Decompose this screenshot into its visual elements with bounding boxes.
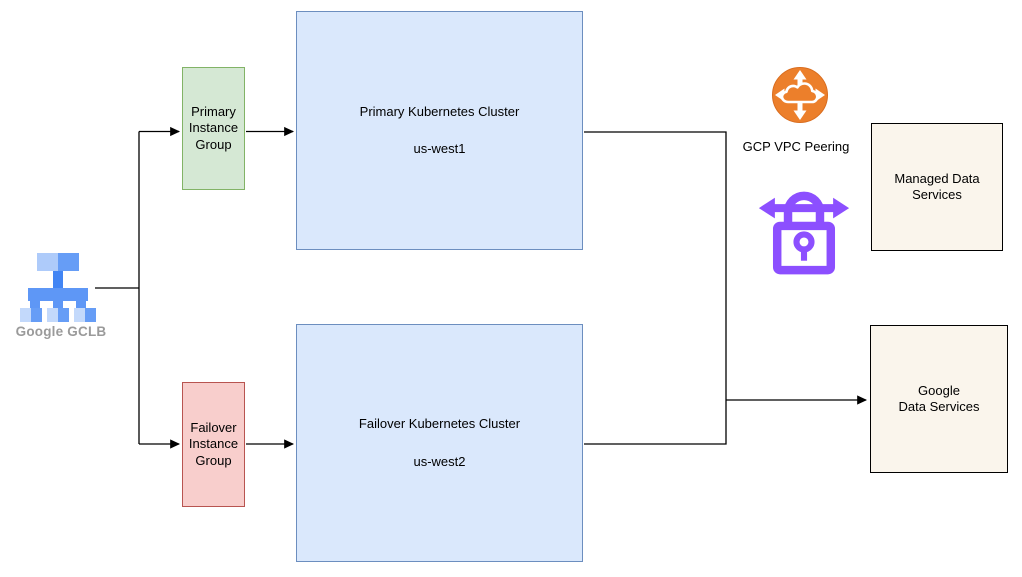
google-gclb-icon [20,253,96,322]
arrow-down [793,110,807,120]
failover-instance-group-box: Failover Instance Group [182,382,245,507]
failover-cluster-title: Failover Kubernetes Cluster [358,416,521,432]
gclb-top-box-light [37,253,58,271]
primary-kubernetes-cluster-box: Primary Kubernetes Cluster us-west1 [296,11,583,250]
gclb-stem [53,271,63,288]
managed-data-services-box: Managed Data Services [871,123,1003,251]
failover-kubernetes-cluster-box: Failover Kubernetes Cluster us-west2 [296,324,583,562]
vpc-peering-label: GCP VPC Peering [742,139,850,154]
arrow-up [793,70,807,80]
secure-lock-icon [758,191,850,275]
primary-cluster-region: us-west1 [413,141,466,156]
primary-instance-group-box: Primary Instance Group [182,67,245,190]
primary-instance-group-label: Primary Instance Group [188,104,239,152]
gclb-label: Google GCLB [15,324,107,339]
failover-instance-group-label: Failover Instance Group [188,420,239,468]
gclb-top-box-medium [58,253,79,271]
managed-data-services-label: Managed Data Services [894,170,980,202]
primary-cluster-title: Primary Kubernetes Cluster [359,103,520,119]
google-data-services-box: Google Data Services [870,325,1008,473]
vpc-peering-icon [772,67,828,123]
connector-right-bus [584,131,727,445]
cloud-glyph [780,82,819,104]
failover-cluster-region: us-west2 [413,453,466,469]
gclb-bar [28,288,88,301]
google-data-services-label: Google Data Services [898,382,980,414]
